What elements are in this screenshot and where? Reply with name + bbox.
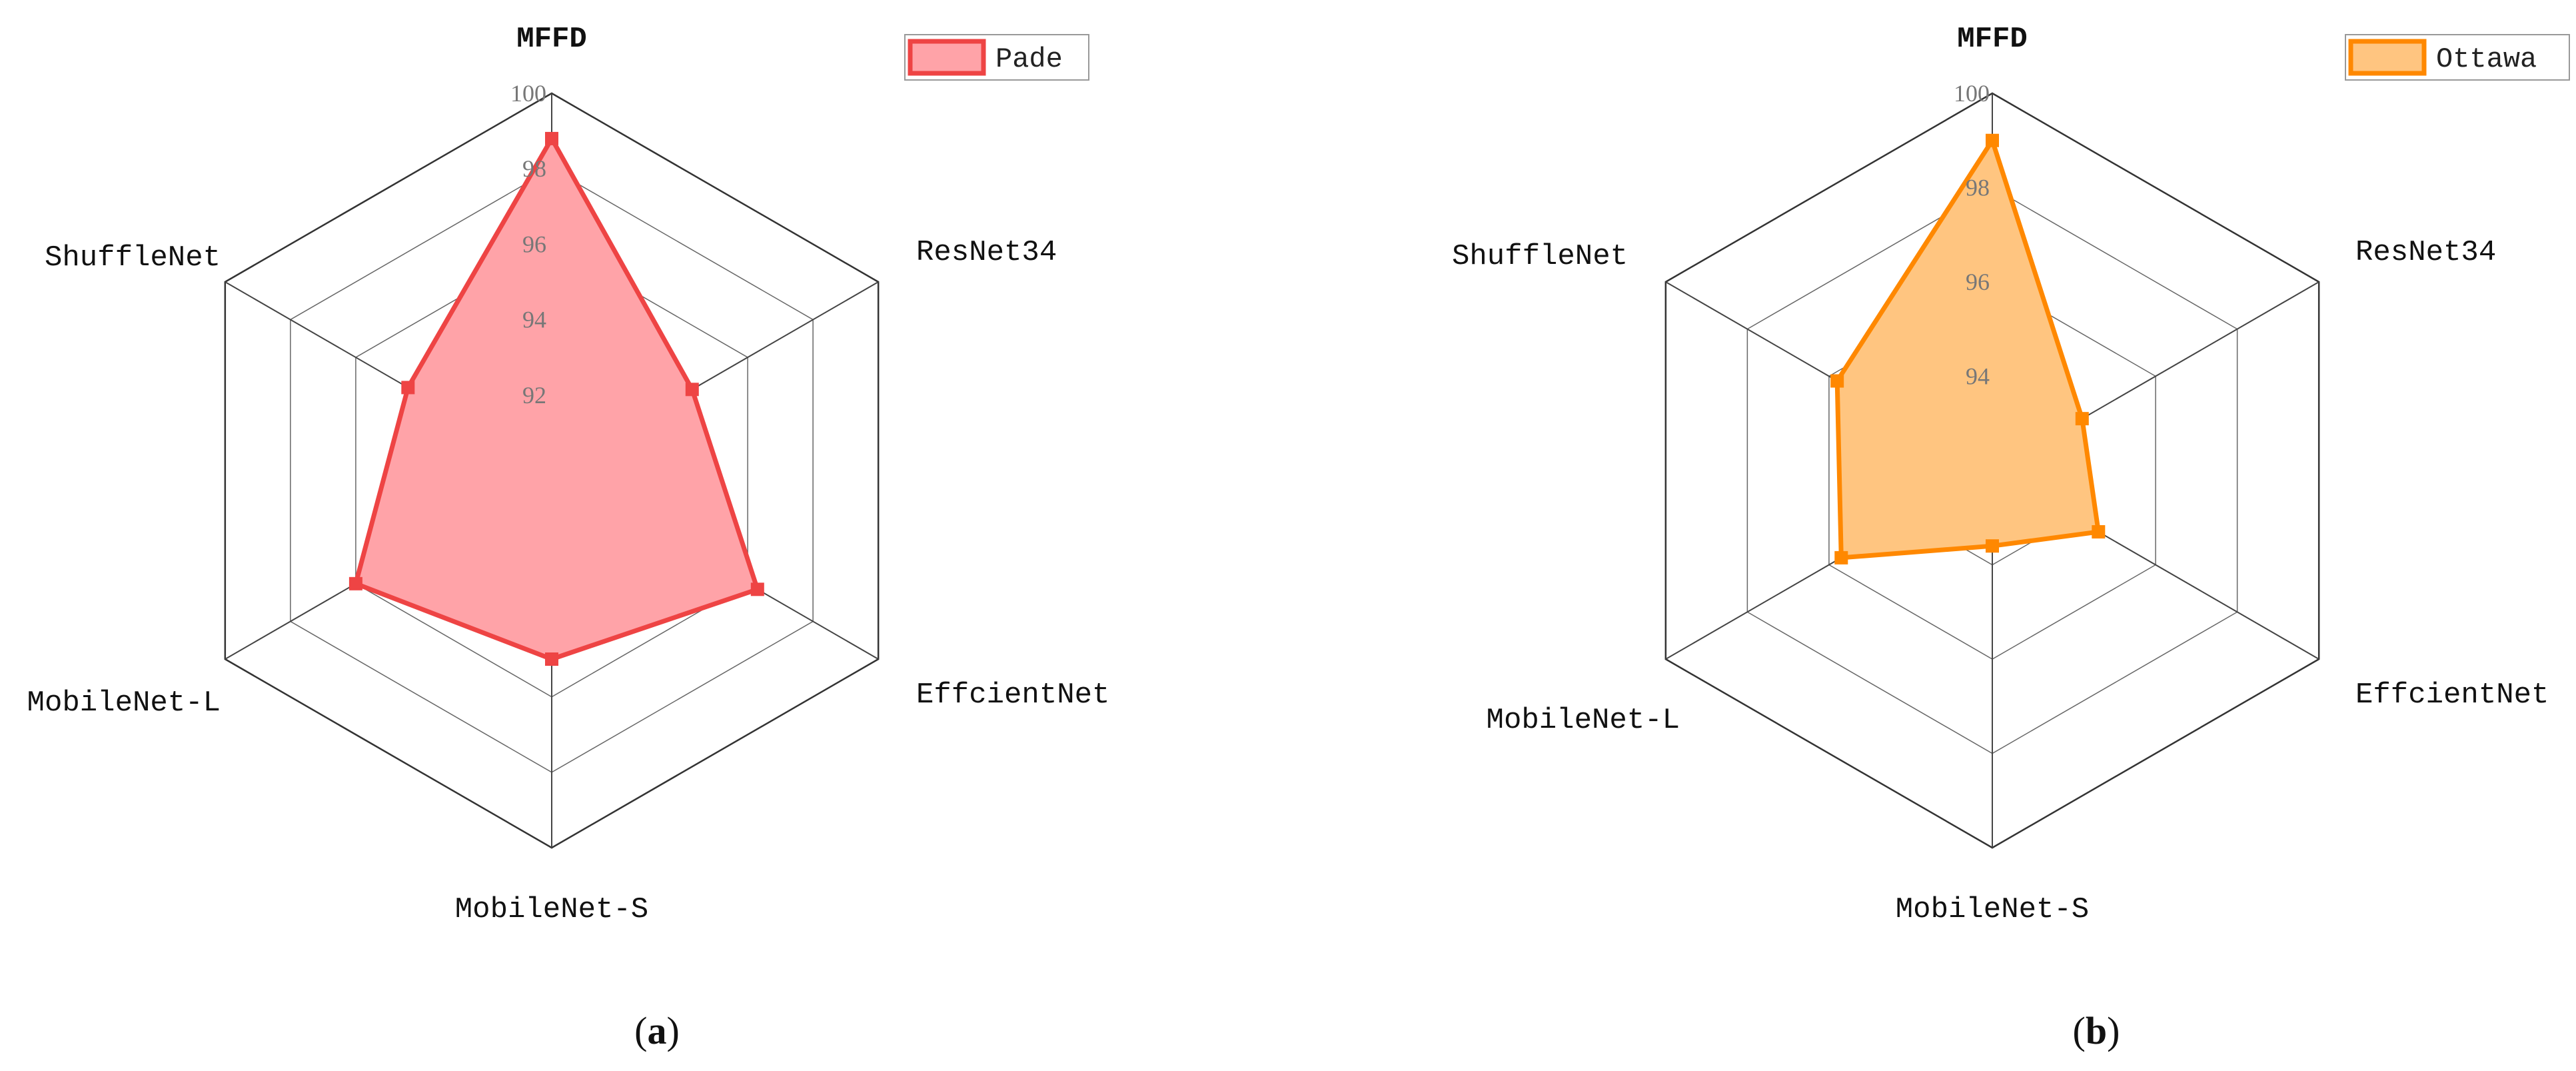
legend-swatch [2348,39,2427,76]
axis-label: ShuffleNet [45,241,221,275]
axis-label: MobileNet-S [455,893,648,926]
axis-label: MobileNet-L [27,686,221,720]
axis-label: MobileNet-S [1896,893,2089,926]
axis-label: MobileNet-L [1487,704,1680,737]
data-point-marker [1834,550,1848,564]
radar-chart-b: 94 96 98 100 MFFD ResNet34EffcientNetMobileNe… [1452,23,2570,1052]
tick-label: 94 [522,307,546,333]
data-point-marker [685,383,699,397]
legend: Pade [904,34,1089,81]
legend: Ottawa [2345,34,2570,81]
legend-label: Ottawa [2436,43,2537,75]
tick-label: 100 [1954,80,1990,107]
panel-label: (a) [634,1009,680,1052]
data-point-marker [2075,412,2089,426]
data-point-marker [401,381,415,395]
tick-label: 98 [1966,175,1990,201]
data-point-marker [2092,525,2106,538]
tick-label: 92 [522,382,546,409]
legend-swatch [908,39,986,76]
tick-label: 98 [522,155,546,182]
tick-label: 100 [510,80,546,107]
data-point-marker [750,582,764,596]
axis-label: ResNet34 [2355,236,2496,269]
series-area [1834,135,2102,560]
data-point-marker [1986,539,1999,553]
axis-label: EffcientNet [2355,678,2549,712]
axis-label: MFFD [1957,23,2028,56]
axis-label: MFFD [516,23,587,56]
axis-label: ResNet34 [916,236,1057,269]
data-point-marker [1830,374,1844,388]
axis-label: ShuffleNet [1452,240,1628,273]
legend-label: Pade [995,43,1063,75]
series-area [352,133,761,662]
tick-label: 96 [522,231,546,257]
radar-chart-a: 92949698100MFFDResNet34EffcientNetMobile… [27,23,1110,1052]
data-point-marker [545,131,558,145]
panel-label: (b) [2073,1009,2120,1052]
tick-label: 94 [1966,363,1990,390]
data-point-marker [1986,133,1999,147]
axis-label: EffcientNet [916,678,1109,712]
data-point-marker [348,576,362,590]
tick-label: 96 [1966,269,1990,295]
data-point-marker [545,652,558,666]
